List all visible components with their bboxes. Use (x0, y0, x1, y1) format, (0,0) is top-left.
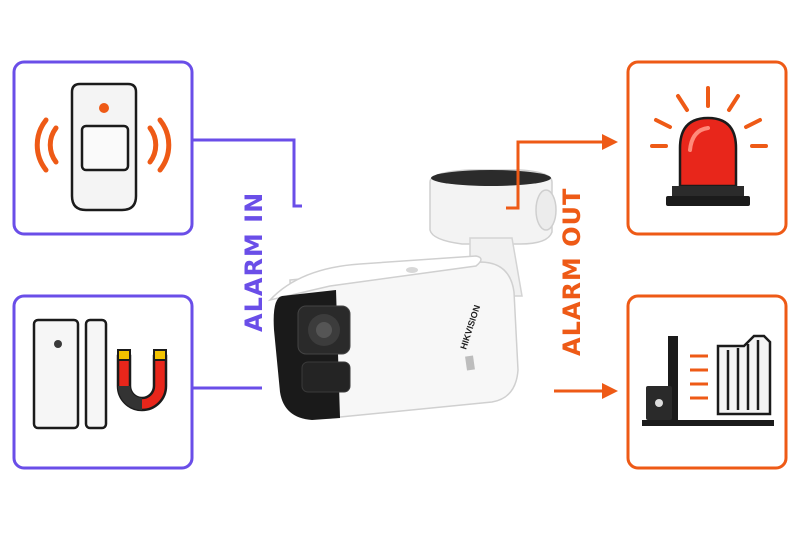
alarm-out-label: ALARM OUT (558, 188, 586, 356)
motion-sensor-icon (34, 82, 172, 212)
bullet-camera: HIKVISION (267, 169, 557, 420)
alarm-siren-icon (650, 86, 768, 206)
alarm-in-label: ALARM IN (240, 192, 268, 332)
door-sensor-box (12, 294, 194, 470)
gate-opener-icon (642, 334, 774, 426)
motion-sensor-box (12, 60, 194, 236)
door-contact-sensor-icon (32, 318, 108, 430)
gate-box (626, 294, 788, 470)
magnet-icon (116, 349, 168, 412)
alarm-in-wires (192, 138, 302, 390)
siren-box (626, 60, 788, 236)
alarm-out-wires (506, 134, 618, 399)
